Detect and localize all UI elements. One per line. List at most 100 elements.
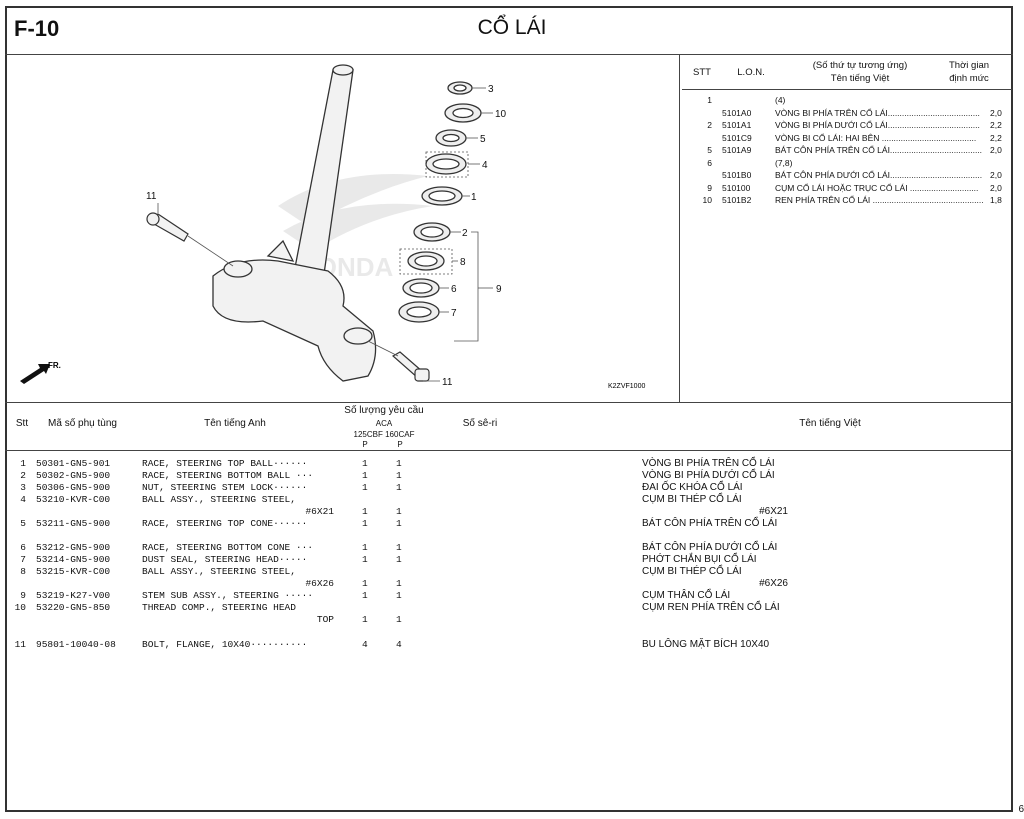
callout: 2	[462, 228, 468, 239]
part-qty-160: 1	[396, 590, 402, 601]
part-number: 53220-GN5-850	[36, 602, 111, 613]
parts-col-stt: Stt	[15, 418, 29, 429]
labor-time: 2,0	[990, 170, 1002, 180]
labor-col-time-2: định mức	[949, 73, 989, 84]
parts-col-qty-p1: P	[362, 440, 368, 449]
part-stt: 10	[14, 602, 26, 613]
part-qty-125: 1	[362, 614, 368, 625]
front-arrow-icon	[20, 364, 50, 384]
part-name-en: #6X26	[305, 578, 334, 589]
part-qty-125: 1	[362, 458, 368, 469]
part-number: 53211-GN5-900	[36, 518, 111, 529]
part-number: 53214-GN5-900	[36, 554, 111, 565]
table-row: 10 53220-GN5-850 THREAD COMP., STEERING HE…	[0, 602, 1000, 614]
part-name-vi: VÒNG BI PHÍA TRÊN CỔ LÁI	[642, 458, 775, 469]
callout: 9	[496, 284, 502, 295]
part-number: 50301-GN5-901	[36, 458, 111, 469]
part-name-vi: CỤM REN PHÍA TRÊN CỔ LÁI	[642, 602, 780, 613]
section-code: F-10	[14, 16, 60, 41]
part-stt: 5	[20, 518, 26, 529]
part-qty-125: 1	[362, 590, 368, 601]
part-name-vi: CỤM BI THÉP CỔ LÁI	[642, 566, 742, 577]
part-qty-125: 1	[362, 542, 368, 553]
part-number: 50302-GN5-900	[36, 470, 111, 481]
part-qty-125: 4	[362, 639, 368, 650]
part-name-en: TOP	[316, 614, 334, 625]
labor-lon: 5101A9	[722, 145, 752, 155]
part-name-en: RACE, STEERING TOP BALL······	[142, 458, 308, 469]
part-qty-125: 1	[362, 470, 368, 481]
parts-header-divider	[5, 450, 1013, 451]
labor-time: 2,0	[990, 145, 1002, 155]
part-name-vi: VÒNG BI PHÍA DƯỚI CỔ LÁI	[642, 470, 775, 481]
part-name-vi: BÁT CÔN PHÍA DƯỚI CỔ LÁI	[642, 542, 778, 553]
part-stt: 2	[20, 470, 26, 481]
labor-stt: 1	[707, 95, 712, 105]
labor-lon: 5101B0	[722, 170, 752, 180]
part-qty-160: 1	[396, 518, 402, 529]
part-name-en: STEM SUB ASSY., STEERING ·····	[142, 590, 314, 601]
table-row: #6X21 #6X21 1 1	[0, 506, 1000, 518]
callout: 5	[480, 134, 486, 145]
part-number: 95801-10040-08	[36, 639, 116, 650]
part-name-en: RACE, STEERING BOTTOM CONE ···	[142, 542, 314, 553]
parts-col-qty-models: 125CBF 160CAF	[353, 430, 415, 439]
part-qty-160: 1	[396, 506, 402, 517]
parts-col-partno: Mã số phụ tùng	[48, 418, 117, 429]
part-number: 50306-GN5-900	[36, 482, 111, 493]
callout: 8	[460, 257, 466, 268]
labor-time: 2,0	[990, 182, 1002, 193]
callout: 6	[451, 284, 457, 295]
labor-lon: 510100	[722, 182, 751, 193]
labor-stt: 9	[707, 182, 712, 193]
page-title: CỔ LÁI	[477, 16, 547, 39]
labor-stt: 5	[707, 145, 712, 155]
callout: 4	[482, 160, 488, 171]
part-qty-160: 1	[396, 470, 402, 481]
labor-col-desc-2: Tên tiếng Việt	[830, 73, 890, 84]
labor-col-time-1: Thời gian	[948, 60, 990, 71]
labor-col-stt: STT	[693, 67, 711, 78]
labor-header-divider	[682, 89, 1012, 90]
part-qty-160: 1	[396, 542, 402, 553]
part-qty-125: 1	[362, 506, 368, 517]
diagram-bottom-divider	[5, 402, 1013, 403]
labor-stt: 2	[707, 120, 712, 130]
part-number: 53215-KVR-C00	[36, 566, 111, 577]
part-name-en: BOLT, FLANGE, 10X40··········	[142, 639, 308, 650]
part-name-en: DUST SEAL, STEERING HEAD·····	[142, 554, 308, 565]
callout: 3	[488, 84, 494, 95]
part-qty-125: 1	[362, 482, 368, 493]
part-stt: 3	[20, 482, 26, 493]
callout: 7	[451, 308, 457, 319]
diagram-divider	[679, 54, 680, 402]
part-qty-125: 1	[362, 554, 368, 565]
labor-lon: 5101A0	[722, 107, 752, 118]
parts-col-name-vi: Tên tiếng Việt	[799, 418, 861, 429]
part-name-en: RACE, STEERING TOP CONE······	[142, 518, 308, 529]
parts-col-qty-aca: ACA	[375, 419, 393, 428]
part-number: 53210-KVR-C00	[36, 494, 111, 505]
part-name-en: #6X21	[305, 506, 334, 517]
header-divider	[5, 54, 1013, 55]
labor-time: 2,2	[990, 132, 1002, 143]
labor-lon: 5101A1	[722, 120, 752, 130]
part-name-vi: BU LÔNG MẶT BÍCH 10X40	[642, 639, 770, 650]
callout: 10	[495, 109, 507, 120]
part-stt: 6	[20, 542, 26, 553]
labor-desc: REN PHÍA TRÊN CỔ LÁI ...................…	[775, 195, 984, 205]
part-stt: 11	[14, 639, 26, 650]
labor-desc: VÒNG BI CỔ LÁI: HAI BÊN ................…	[775, 132, 977, 143]
part-name-vi: #6X21	[759, 506, 788, 517]
labor-stt: 10	[702, 195, 712, 205]
part-stt: 4	[20, 494, 26, 505]
page-frame	[5, 6, 1013, 812]
part-qty-160: 4	[396, 639, 402, 650]
labor-stt: 6	[707, 157, 712, 168]
labor-desc: BÁT CÔN PHÍA DƯỚI CỔ LÁI................…	[775, 170, 983, 180]
part-name-en: THREAD COMP., STEERING HEAD	[142, 602, 296, 613]
